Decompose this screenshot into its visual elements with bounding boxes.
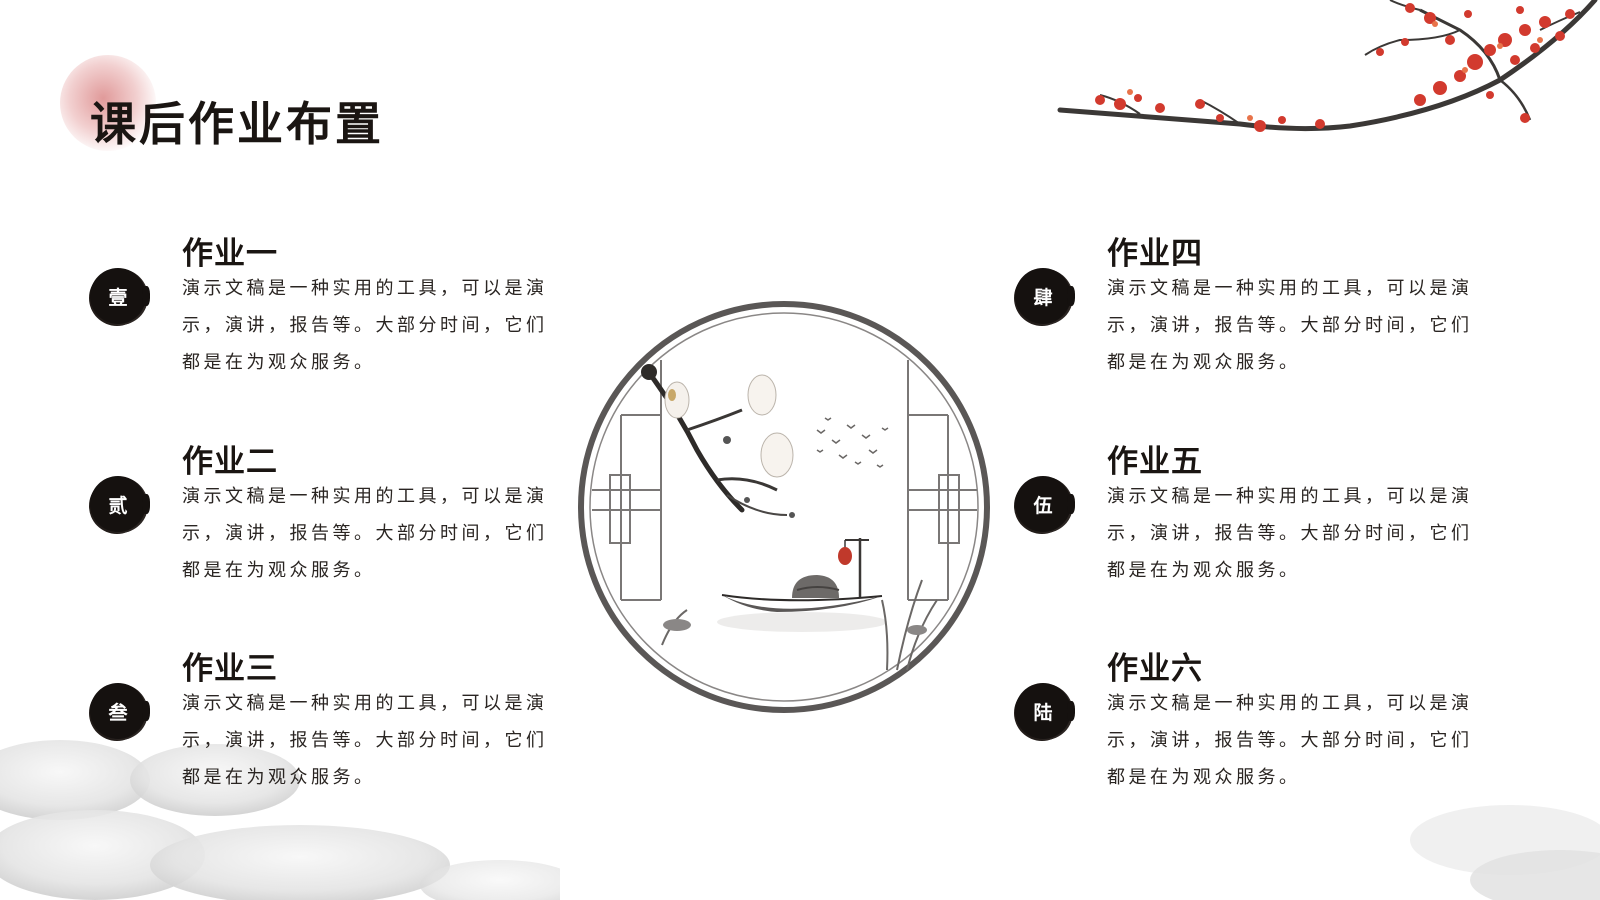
item-title: 作业二 <box>182 444 278 480</box>
homework-item-3: 叁 作业三 演示文稿是一种实用的工具，可以是演示，演讲，报告等。大部分时间，它们… <box>90 643 544 813</box>
item-title: 作业六 <box>1107 651 1203 687</box>
item-title: 作业五 <box>1107 444 1203 480</box>
item-description: 演示文稿是一种实用的工具，可以是演示，演讲，报告等。大部分时间，它们都是在为观众… <box>182 486 548 581</box>
magnolia-branch-icon <box>641 364 795 518</box>
homework-item-1: 壹 作业一 演示文稿是一种实用的工具，可以是演示，演讲，报告等。大部分时间，它们… <box>90 228 544 398</box>
moon-window-icon <box>578 301 990 713</box>
ink-badge: 叁 <box>90 683 150 739</box>
ink-badge: 壹 <box>90 268 150 324</box>
reeds-icon <box>661 579 938 671</box>
item-description: 演示文稿是一种实用的工具，可以是演示，演讲，报告等。大部分时间，它们都是在为观众… <box>1107 486 1473 581</box>
homework-item-2: 贰 作业二 演示文稿是一种实用的工具，可以是演示，演讲，报告等。大部分时间，它们… <box>90 436 544 606</box>
item-description: 演示文稿是一种实用的工具，可以是演示，演讲，报告等。大部分时间，它们都是在为观众… <box>1107 278 1473 373</box>
item-description: 演示文稿是一种实用的工具，可以是演示，演讲，报告等。大部分时间，它们都是在为观众… <box>182 278 548 373</box>
item-title: 作业四 <box>1107 236 1203 272</box>
birds-icon <box>816 417 889 468</box>
red-sun-icon <box>60 55 156 151</box>
page-title: 课后作业布置 <box>90 97 384 151</box>
item-description: 演示文稿是一种实用的工具，可以是演示，演讲，报告等。大部分时间，它们都是在为观众… <box>182 693 548 788</box>
boat-icon <box>717 575 887 632</box>
ink-badge: 肆 <box>1015 268 1075 324</box>
stones-icon <box>0 740 560 900</box>
item-title: 作业一 <box>182 236 278 272</box>
homework-item-5: 伍 作业五 演示文稿是一种实用的工具，可以是演示，演讲，报告等。大部分时间，它们… <box>1015 436 1469 606</box>
ink-badge: 贰 <box>90 476 150 532</box>
ink-badge: 陆 <box>1015 683 1075 739</box>
homework-item-6: 陆 作业六 演示文稿是一种实用的工具，可以是演示，演讲，报告等。大部分时间，它们… <box>1015 643 1469 813</box>
item-description: 演示文稿是一种实用的工具，可以是演示，演讲，报告等。大部分时间，它们都是在为观众… <box>1107 693 1473 788</box>
item-title: 作业三 <box>182 651 278 687</box>
homework-item-4: 肆 作业四 演示文稿是一种实用的工具，可以是演示，演讲，报告等。大部分时间，它们… <box>1015 228 1469 398</box>
ink-badge: 伍 <box>1015 476 1075 532</box>
stones-icon <box>1410 805 1600 900</box>
lantern-icon <box>838 538 869 598</box>
plum-branch-icon <box>1057 0 1598 132</box>
